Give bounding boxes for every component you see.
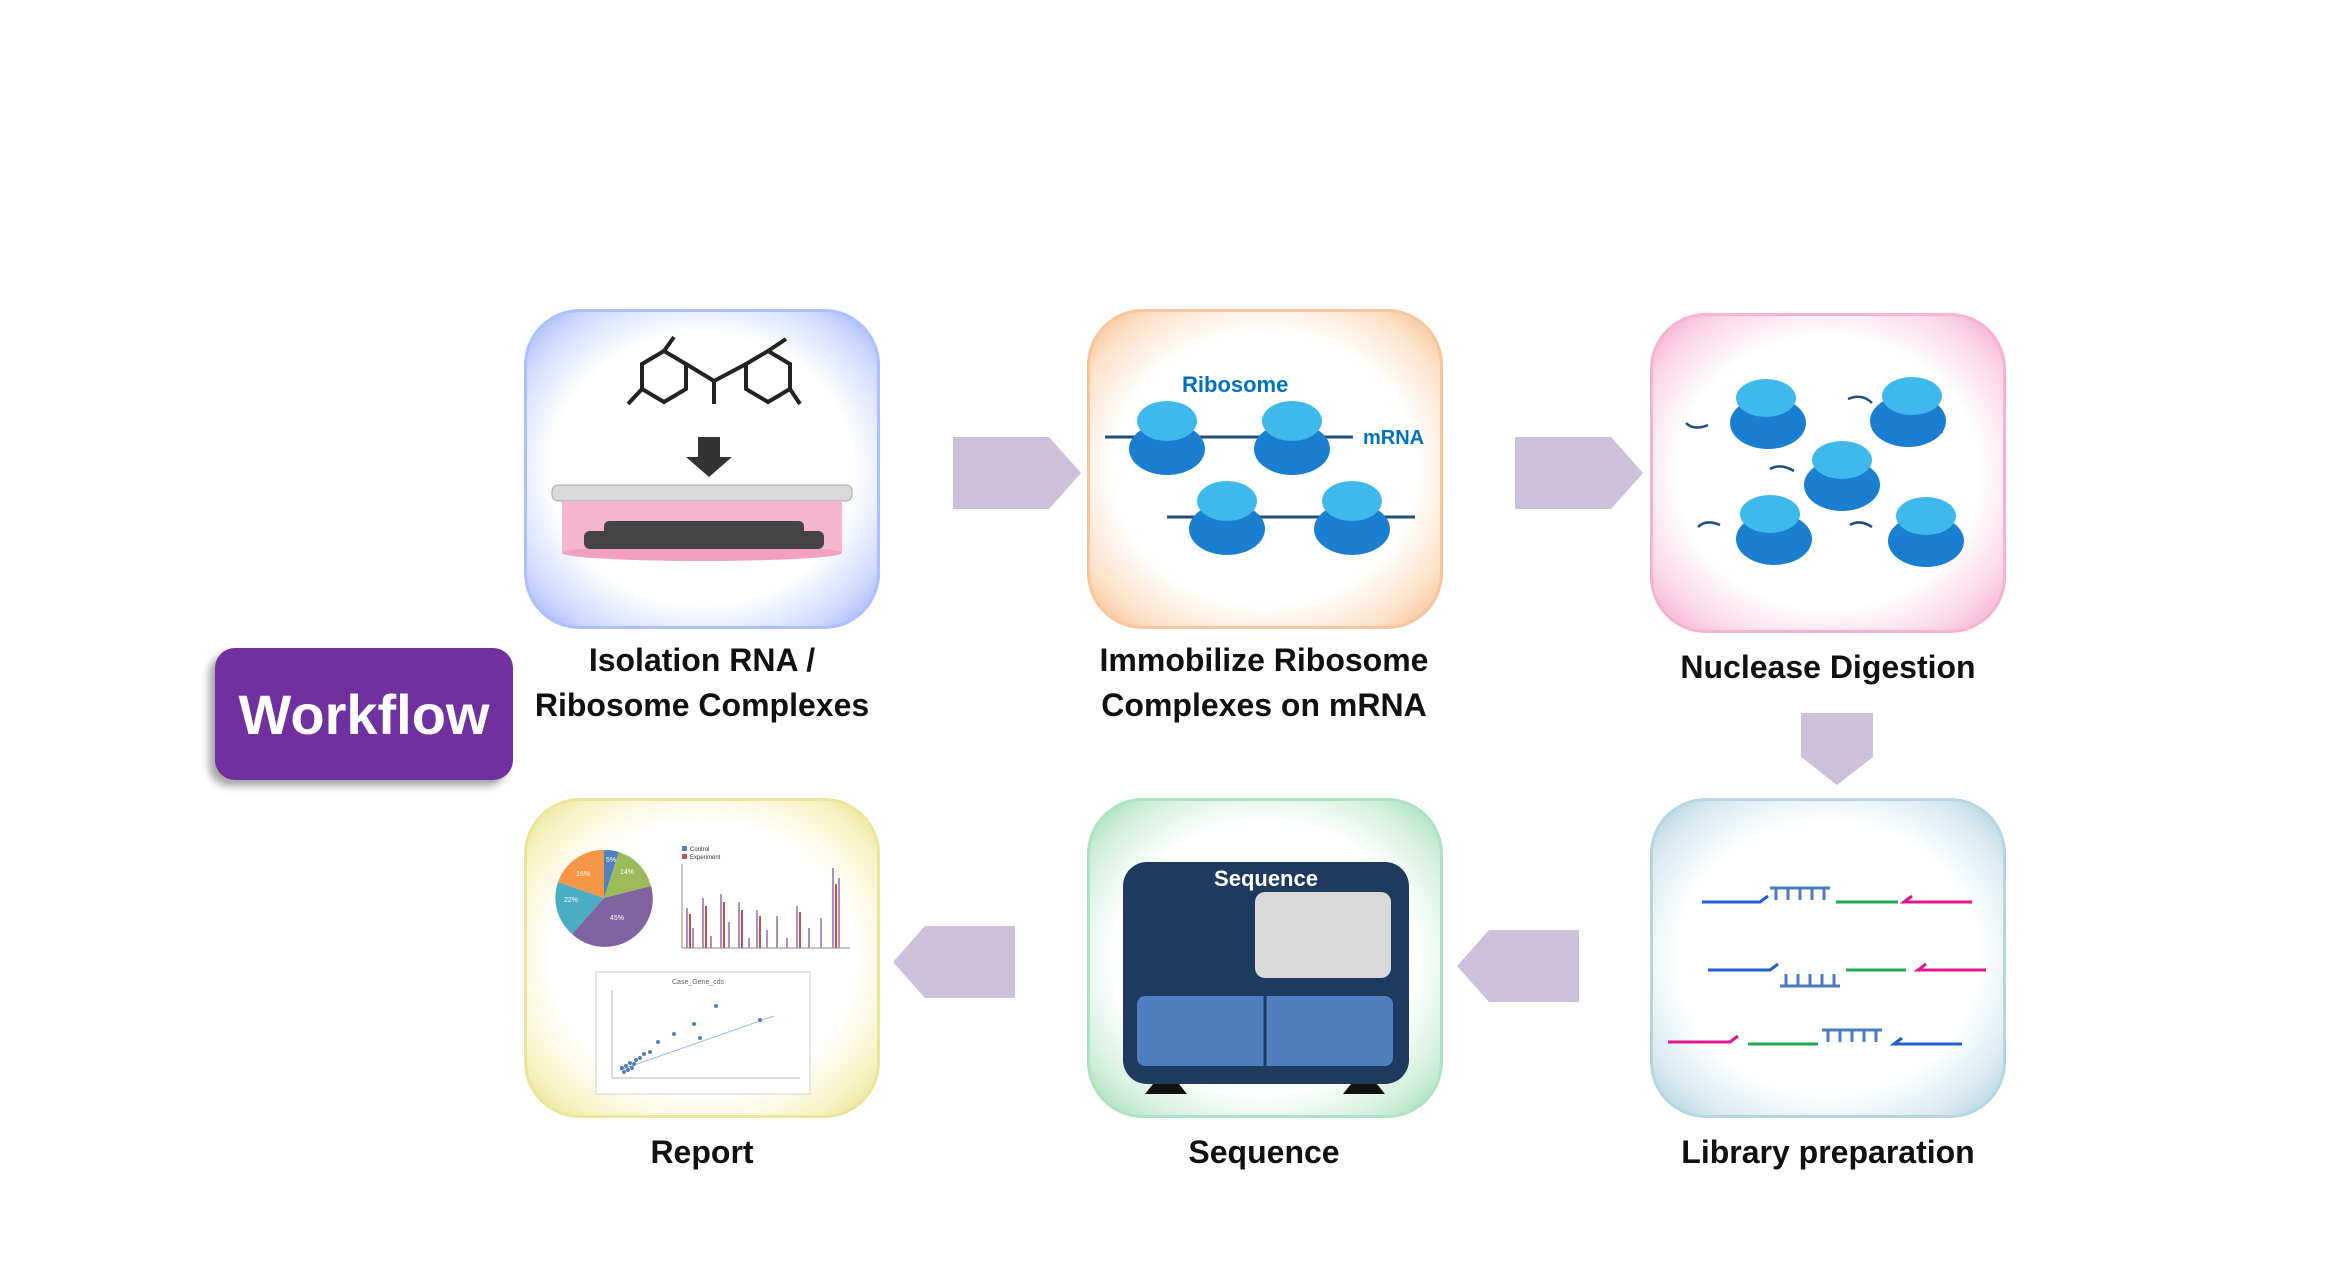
digested-ribosomes-icon — [1685, 377, 1964, 567]
ribosome-icon — [1314, 481, 1390, 555]
step-label-immobilize: Immobilize Ribosome Complexes on mRNA — [1099, 642, 1429, 723]
sequencer-icon: Sequence — [1123, 862, 1409, 1094]
report-tile: 5% 14% 45% 22% 16% Control Experiment — [524, 798, 880, 1118]
report-charts-icon: 5% 14% 45% 22% 16% Control Experiment — [555, 846, 850, 1095]
ribosome-icon — [1189, 481, 1265, 555]
scatter-title: Case_Gene_cds — [672, 979, 725, 986]
pie-label: 14% — [620, 869, 634, 876]
workflow-badge: Workflow — [215, 648, 513, 780]
step-label-nuclease: Nuclease Digestion — [1680, 649, 1976, 685]
library-strands-icon — [1668, 886, 1986, 1046]
nuclease-digestion-tile — [1650, 313, 2006, 633]
pie-label: 16% — [576, 871, 590, 878]
immobilize-tile: Ribosome mRNA — [1087, 309, 1443, 629]
step-label-report: Report — [650, 1134, 754, 1170]
bar-chart-icon: Control Experiment — [681, 846, 850, 949]
arrow-left-2 — [893, 926, 1015, 998]
arrow-right-1 — [953, 437, 1081, 509]
mrna-label: mRNA — [1363, 427, 1424, 449]
ribosome-label: Ribosome — [1182, 372, 1288, 397]
step-label-library: Library preparation — [1681, 1134, 1975, 1170]
arrow-left-1 — [1457, 930, 1579, 1002]
legend-label: Control — [690, 847, 709, 853]
sequencer-label: Sequence — [1214, 866, 1318, 891]
petri-dish-molecule-icon — [551, 335, 853, 561]
ribosome-icon — [1254, 401, 1330, 475]
step-label-sequence: Sequence — [1188, 1134, 1340, 1170]
pie-chart-icon: 5% 14% 45% 22% 16% — [555, 849, 653, 947]
legend-label: Experiment — [690, 855, 721, 861]
library-preparation-tile — [1650, 798, 2006, 1118]
arrow-right-2 — [1515, 437, 1643, 509]
sequencer-screen — [1255, 892, 1391, 978]
sequence-tile: Sequence — [1087, 798, 1443, 1118]
step-label-isolation: Isolation RNA / Ribosome Complexes — [534, 642, 870, 723]
isolation-tile — [524, 309, 880, 629]
scatter-plot-icon: Case_Gene_cds — [595, 971, 811, 1095]
ribosome-icon — [1129, 401, 1205, 475]
pie-label: 5% — [606, 857, 616, 864]
arrow-down — [1801, 713, 1873, 785]
pie-label: 45% — [610, 915, 624, 922]
pie-label: 22% — [564, 897, 578, 904]
ribosome-mrna-icon: Ribosome mRNA — [1105, 372, 1424, 555]
